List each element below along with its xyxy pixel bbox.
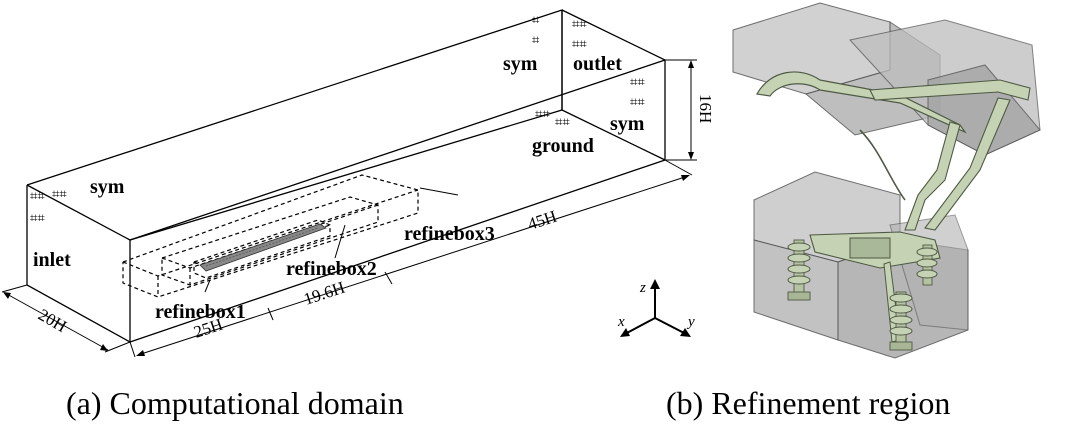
train-model xyxy=(199,223,327,272)
label-refinebox2: refinebox2 xyxy=(286,258,377,280)
svg-text:⌗: ⌗ xyxy=(532,33,540,48)
svg-text:⌗⌗: ⌗⌗ xyxy=(630,95,645,110)
label-refinebox3: refinebox3 xyxy=(404,223,495,245)
label-sym-top: sym xyxy=(503,53,538,75)
dim-label-45H: 45H xyxy=(525,207,559,234)
svg-text:⌗: ⌗ xyxy=(532,13,540,28)
dimension-width: 20H xyxy=(1,284,131,353)
svg-text:⌗⌗: ⌗⌗ xyxy=(630,75,645,90)
svg-text:⌗⌗: ⌗⌗ xyxy=(30,189,45,204)
dim-label-19.6H: 19.6H xyxy=(301,278,347,309)
refinebox3-leader xyxy=(419,187,459,196)
svg-text:⌗⌗: ⌗⌗ xyxy=(572,17,587,32)
svg-text:⌗⌗: ⌗⌗ xyxy=(555,115,570,130)
boundary-markers: ⌗⌗ ⌗⌗ ⌗⌗ ⌗ ⌗ ⌗⌗ ⌗⌗ ⌗⌗ ⌗⌗ ⌗⌗ ⌗⌗ xyxy=(30,13,645,226)
caption-b: (b) Refinement region xyxy=(666,385,950,421)
axis-label-z: z xyxy=(639,280,646,296)
label-ground: ground xyxy=(532,135,594,157)
svg-text:⌗⌗: ⌗⌗ xyxy=(30,211,45,226)
svg-text:⌗⌗: ⌗⌗ xyxy=(572,37,587,52)
dimension-height: 16H xyxy=(665,59,715,161)
insulator-right xyxy=(889,291,913,351)
label-sym-right: sym xyxy=(610,113,645,135)
axis-label-y: y xyxy=(686,314,695,330)
label-outlet: outlet xyxy=(573,53,622,75)
caption-a: (a) Computational domain xyxy=(66,385,404,421)
dimension-length: 25H 19.6H 45H xyxy=(129,159,693,358)
svg-text:⌗⌗: ⌗⌗ xyxy=(52,187,67,202)
computational-domain-panel: inlet outlet ground sym sym sym refinebo… xyxy=(1,9,715,421)
upper-refine-box xyxy=(732,2,1041,156)
coordinate-axes: z x y xyxy=(617,279,695,337)
label-refinebox1: refinebox1 xyxy=(155,301,246,323)
insulator-back xyxy=(916,244,938,286)
refinement-region-panel: (b) Refinement region xyxy=(666,2,1041,421)
dim-label-20H: 20H xyxy=(35,305,70,336)
pantograph-model xyxy=(756,71,1031,351)
refinebox2-leader xyxy=(334,224,346,259)
insulator-left xyxy=(787,239,811,301)
dim-label-16H: 16H xyxy=(696,94,715,123)
refinebox1-leader xyxy=(204,279,211,293)
label-sym-left: sym xyxy=(90,176,125,198)
svg-text:⌗⌗: ⌗⌗ xyxy=(535,107,550,122)
label-inlet: inlet xyxy=(33,249,71,271)
refinebox3-outline xyxy=(122,174,419,298)
axis-label-x: x xyxy=(617,314,625,330)
